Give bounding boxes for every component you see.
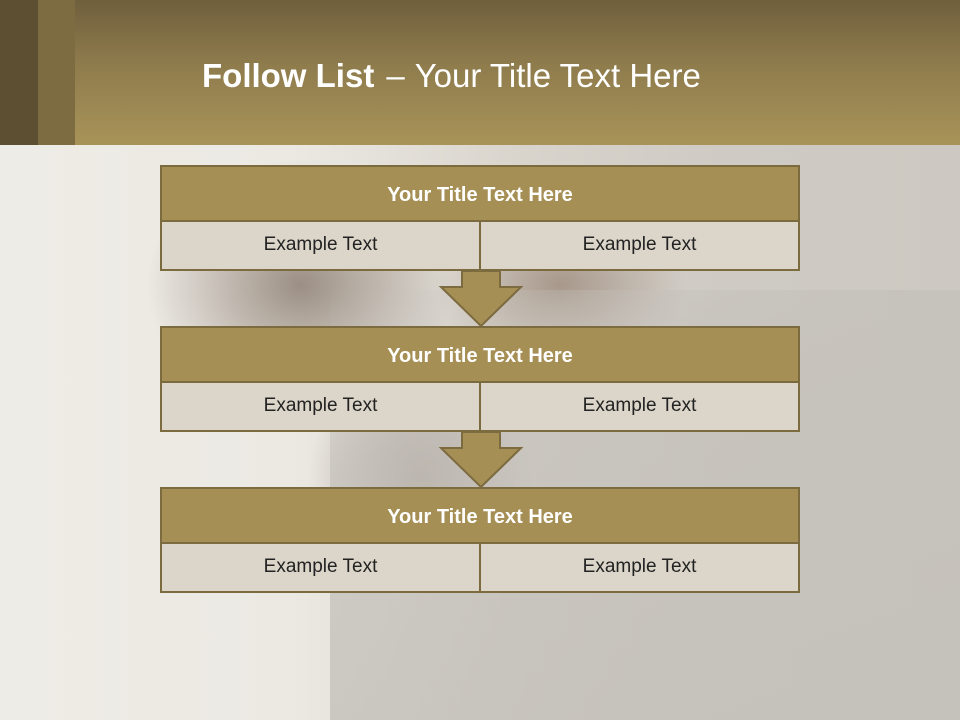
slide-title-rest: Your Title Text Here — [414, 57, 701, 94]
down-arrow-icon — [438, 431, 524, 489]
slide-title-bold: Follow List — [202, 57, 375, 94]
step-cells: Example Text Example Text — [160, 543, 800, 593]
step-cell-left: Example Text — [160, 382, 480, 432]
title-banner: Follow List–Your Title Text Here — [0, 0, 960, 145]
step-title: Your Title Text Here — [160, 165, 800, 221]
slide-title: Follow List–Your Title Text Here — [202, 56, 701, 96]
step-block-2: Your Title Text Here Example Text Exampl… — [160, 326, 800, 432]
slide-title-dash: – — [386, 57, 405, 94]
step-cell-left: Example Text — [160, 221, 480, 271]
step-cell-right: Example Text — [480, 221, 800, 271]
step-cell-left: Example Text — [160, 543, 480, 593]
step-cells: Example Text Example Text — [160, 382, 800, 432]
step-block-3: Your Title Text Here Example Text Exampl… — [160, 487, 800, 593]
accent-bar-dark — [0, 0, 38, 145]
accent-bar-mid — [38, 0, 75, 145]
step-cell-right: Example Text — [480, 543, 800, 593]
down-arrow-icon — [438, 270, 524, 328]
step-cell-right: Example Text — [480, 382, 800, 432]
step-block-1: Your Title Text Here Example Text Exampl… — [160, 165, 800, 271]
step-title: Your Title Text Here — [160, 326, 800, 382]
step-title: Your Title Text Here — [160, 487, 800, 543]
step-cells: Example Text Example Text — [160, 221, 800, 271]
